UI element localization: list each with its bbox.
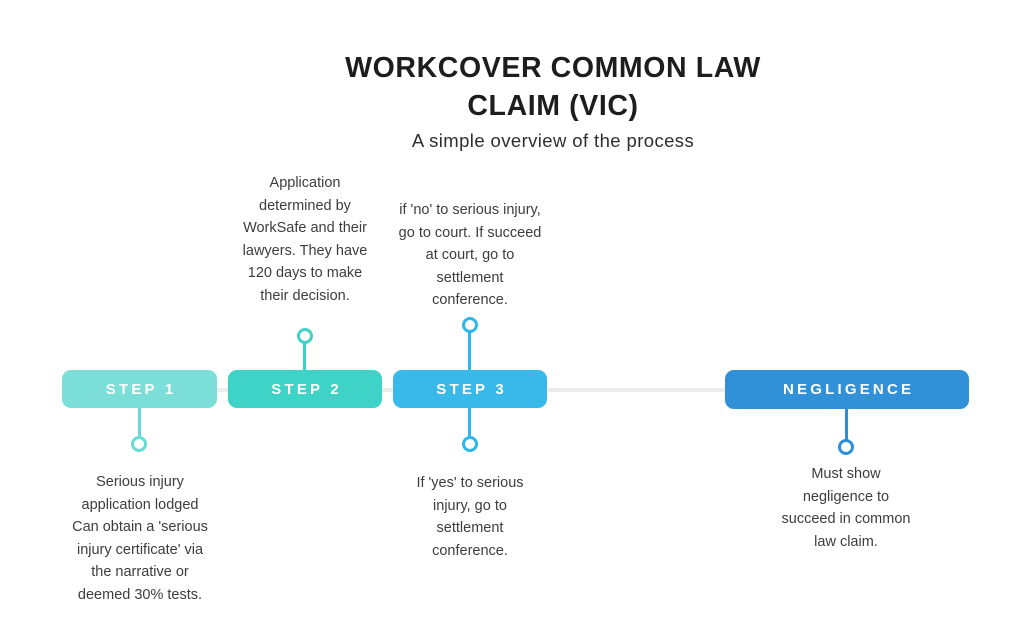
negligence-note-below: Must show negligence to succeed in commo… [781, 466, 911, 550]
negligence-box: NEGLIGENCE [725, 370, 969, 409]
negligence-connector-circle-icon [838, 439, 854, 455]
step3-connector-line-bottom [468, 408, 471, 437]
step1-box: STEP 1 [62, 370, 217, 408]
step2-connector-line [303, 343, 306, 370]
step2-connector-circle-icon [297, 328, 313, 344]
page-title: WORKCOVER COMMON LAW CLAIM (VIC) [345, 52, 761, 122]
step3-connector-circle-top-icon [462, 317, 478, 333]
step3-connector-line-top [468, 332, 471, 370]
step3-note-below: If 'yes' to serious injury, go to settle… [416, 475, 524, 559]
step2-box: STEP 2 [228, 370, 382, 408]
step3-note-above: if 'no' to serious injury, go to court. … [398, 202, 542, 309]
step1-connector-circle-icon [131, 436, 147, 452]
negligence-connector-line [845, 409, 848, 440]
step1-label: STEP 1 [105, 380, 177, 398]
step2-note-above: Application determined by WorkSafe and t… [242, 175, 368, 304]
step1-note-below: Serious injury application lodged Can ob… [72, 474, 208, 603]
step3-label: STEP 3 [436, 380, 507, 398]
step2-label: STEP 2 [271, 380, 342, 398]
step3-connector-circle-bottom-icon [462, 436, 478, 452]
step1-connector-line [138, 408, 141, 437]
page-subtitle: A simple overview of the process [411, 130, 695, 151]
negligence-label: NEGLIGENCE [783, 381, 915, 398]
step3-box: STEP 3 [393, 370, 547, 408]
